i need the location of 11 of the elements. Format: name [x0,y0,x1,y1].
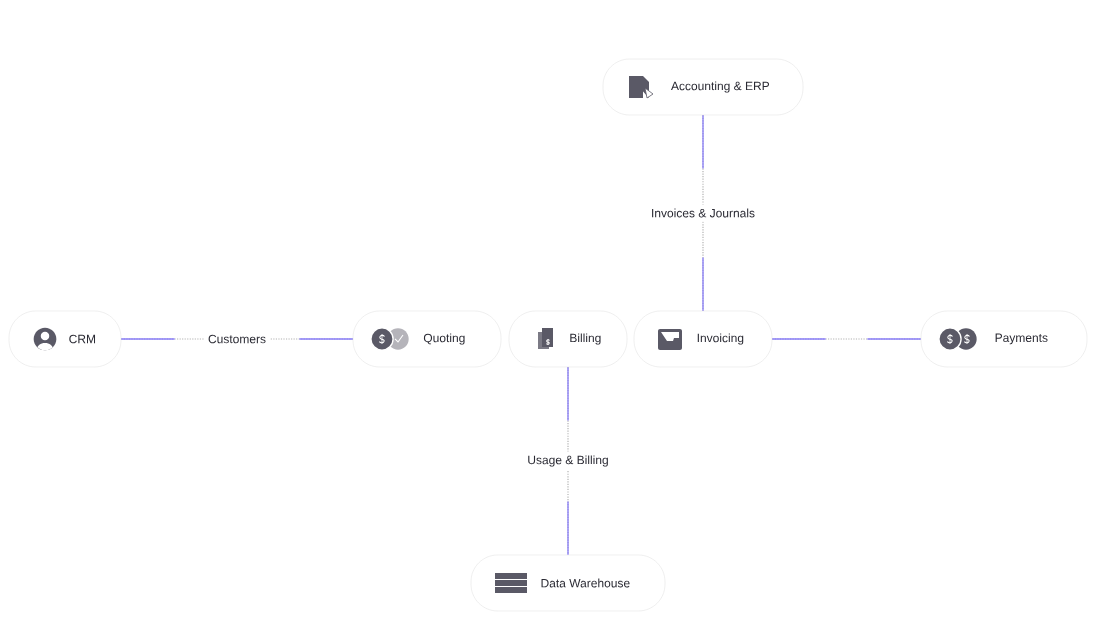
rounded-box: CRM [8,310,122,368]
connector [771,338,922,340]
rounded-box: Data Warehouse [470,554,666,612]
rounded-box: Accounting & ERP [602,58,804,116]
edge-label: Usage & Billing [523,451,613,471]
edge-label: Customers [204,330,270,348]
rounded-box: Quoting [352,310,502,368]
rounded-box: Payments [920,310,1088,368]
edge-label: Invoices & Journals [647,204,760,222]
rounded-box: Billing [508,310,628,368]
rounded-box: Invoicing [633,310,773,368]
